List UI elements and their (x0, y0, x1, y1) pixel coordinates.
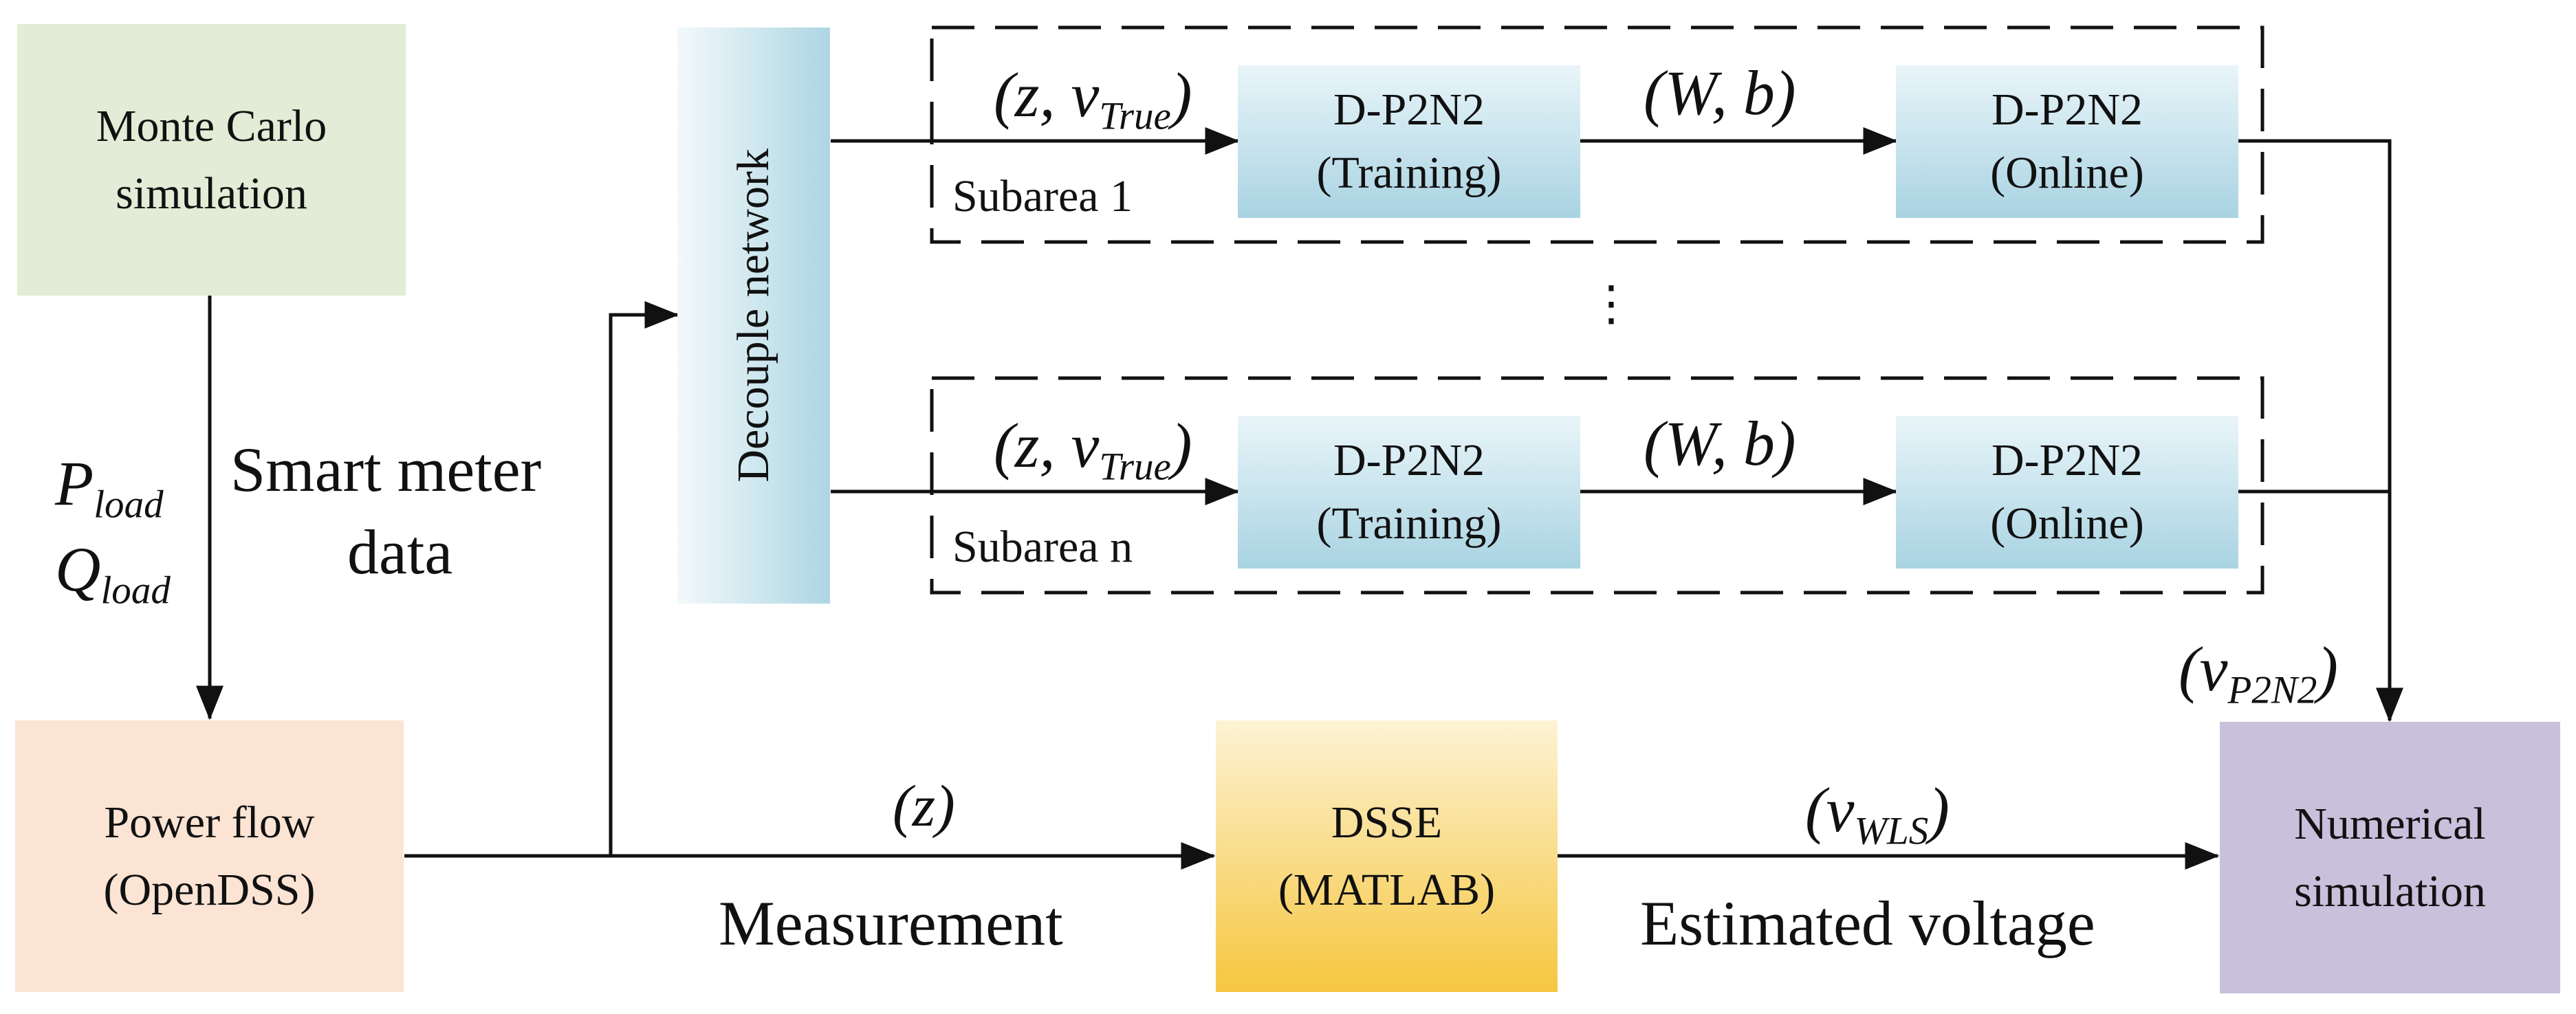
arrow-to-decouple (609, 301, 679, 856)
dp2n2-online-1-line2: (Online) (1990, 148, 2144, 198)
dp2n2-online-box-1: D-P2N2 (Online) (1896, 65, 2238, 218)
dp2n2-training-box-1: D-P2N2 (Training) (1238, 65, 1580, 218)
p-load-label: Pload (55, 447, 164, 527)
estimated-voltage-label: Estimated voltage (1640, 888, 2095, 958)
dp2n2-training-1-line1: D-P2N2 (1333, 85, 1485, 135)
v-wls-label: (vWLS) (1805, 773, 1950, 853)
dp2n2-training-box-n: D-P2N2 (Training) (1238, 416, 1580, 569)
dp2n2-training-n-line1: D-P2N2 (1333, 435, 1485, 485)
z-vtrue-n-suffix: ) (1170, 410, 1192, 481)
z-vtrue-1-prefix: (z, v (994, 60, 1100, 130)
power-flow-line2: (OpenDSS) (103, 864, 316, 915)
v-p2n2-label: (vP2N2) (2179, 632, 2338, 712)
smart-meter-label-1: Smart meter (230, 434, 542, 505)
smart-meter-label-2: data (347, 517, 453, 587)
dp2n2-online-1-line1: D-P2N2 (1991, 85, 2143, 135)
subarea-1-label: Subarea 1 (952, 171, 1133, 221)
measurement-label: Measurement (719, 888, 1063, 958)
dp2n2-training-1-line2: (Training) (1316, 148, 1502, 198)
monte-carlo-box: Monte Carlo simulation (17, 24, 406, 296)
z-vtrue-n-prefix: (z, v (994, 410, 1100, 481)
dp2n2-online-box-n: D-P2N2 (Online) (1896, 416, 2238, 569)
v-p2n2-sub: P2N2 (2227, 668, 2317, 712)
subarea-n-label: Subarea n (952, 522, 1133, 572)
decouple-network-box: Decouple network (677, 27, 830, 604)
z-vtrue-label-1: (z, vTrue) (994, 58, 1192, 138)
v-wls-sub: WLS (1854, 809, 1929, 853)
arrow-online-1-out (2238, 139, 2403, 723)
z-vtrue-n-sub: True (1099, 445, 1171, 489)
w-b-label-1: (W, b) (1644, 58, 1796, 128)
subarea-ellipsis: ⋮ (1587, 278, 1635, 331)
p-load-main: P (55, 448, 94, 518)
numerical-line1: Numerical (2294, 798, 2486, 849)
numerical-simulation-box: Numerical simulation (2220, 722, 2560, 993)
dsse-line1: DSSE (1331, 797, 1443, 848)
monte-carlo-line2: simulation (116, 168, 307, 219)
q-load-main: Q (55, 534, 101, 604)
p-load-sub: load (94, 483, 164, 527)
dp2n2-online-n-line1: D-P2N2 (1991, 435, 2143, 485)
v-p2n2-prefix: (v (2179, 634, 2228, 704)
dp2n2-training-n-line2: (Training) (1316, 498, 1502, 549)
dsse-box: DSSE (MATLAB) (1216, 720, 1558, 992)
subarea-n-frame (930, 376, 2264, 595)
dsse-line2: (MATLAB) (1278, 864, 1496, 915)
z-label: (z) (893, 773, 955, 839)
decouple-network-label: Decouple network (728, 148, 778, 483)
numerical-line2: simulation (2294, 866, 2486, 916)
z-vtrue-label-n: (z, vTrue) (994, 409, 1192, 489)
z-vtrue-1-suffix: ) (1170, 60, 1192, 130)
v-wls-prefix: (v (1805, 775, 1855, 845)
z-vtrue-1-sub: True (1099, 94, 1171, 138)
w-b-label-n: (W, b) (1644, 408, 1796, 478)
v-wls-suffix: ) (1928, 775, 1950, 845)
subarea-1-frame (930, 25, 2264, 244)
q-load-sub: load (100, 569, 171, 613)
q-load-label: Qload (55, 533, 171, 613)
power-flow-box: Power flow (OpenDSS) (15, 720, 404, 992)
v-p2n2-suffix: ) (2317, 634, 2339, 704)
dp2n2-online-n-line2: (Online) (1990, 498, 2144, 549)
power-flow-line1: Power flow (104, 797, 315, 848)
monte-carlo-line1: Monte Carlo (96, 100, 327, 151)
